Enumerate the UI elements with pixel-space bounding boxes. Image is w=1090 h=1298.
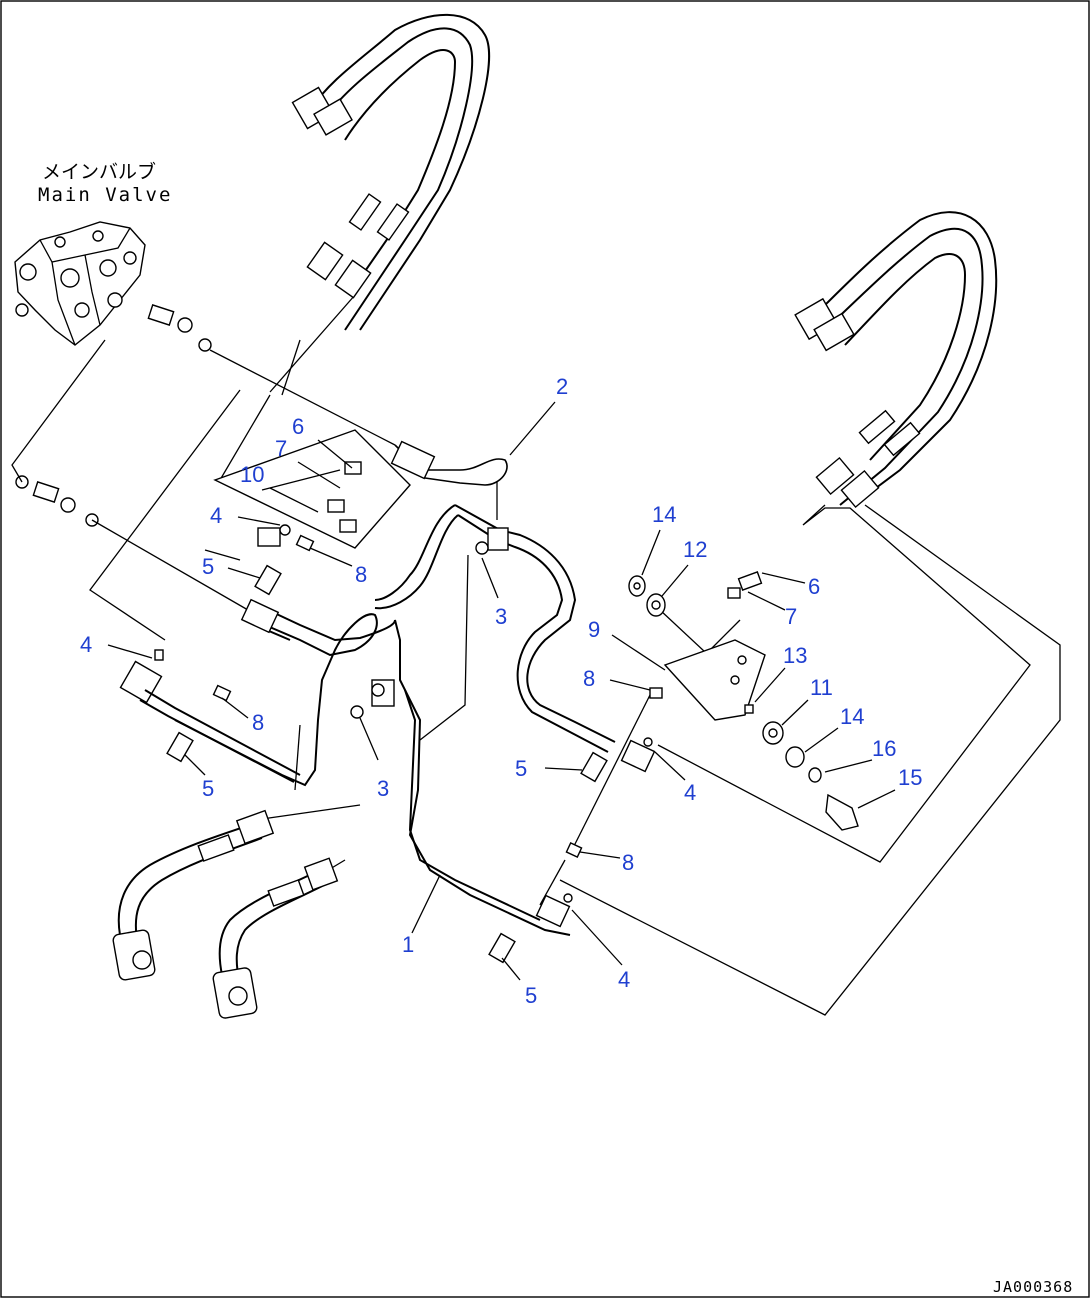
callout-labels: 2 6 7 10 4 8 5 3 4 8 5 3 1 5 4 8 5 4 8 9… — [80, 374, 922, 1008]
callout-4: 4 — [618, 967, 630, 992]
callout-leaders — [107, 401, 896, 981]
callout-4: 4 — [80, 632, 92, 657]
tube-1 — [119, 598, 656, 936]
valve-fittings — [15, 304, 212, 527]
callout-9: 9 — [588, 617, 600, 642]
callout-11: 11 — [810, 675, 833, 700]
hose-lower-middle — [212, 857, 339, 1019]
bracket-right — [663, 571, 766, 721]
callout-4: 4 — [210, 503, 222, 528]
callout-3: 3 — [377, 776, 389, 801]
bracket-left — [213, 429, 411, 549]
tube-2 — [374, 440, 616, 753]
callout-4: 4 — [684, 780, 696, 805]
callout-13: 13 — [783, 643, 807, 668]
callout-6: 6 — [808, 574, 820, 599]
callout-16: 16 — [872, 736, 896, 761]
callout-1: 1 — [402, 932, 414, 957]
drawing-reference-code: JA000368 — [993, 1278, 1073, 1296]
small-parts — [628, 575, 859, 831]
callout-12: 12 — [683, 537, 707, 562]
callout-14: 14 — [652, 502, 676, 527]
clamps — [154, 524, 663, 964]
callout-7: 7 — [275, 436, 287, 461]
callout-6: 6 — [292, 414, 304, 439]
callout-14: 14 — [840, 704, 864, 729]
callout-8: 8 — [355, 562, 367, 587]
main-valve-label-jp: メインバルブ — [42, 160, 156, 183]
center-lines — [11, 294, 1061, 1016]
hose-top-left — [291, 13, 491, 331]
callout-5: 5 — [202, 554, 214, 579]
callout-5: 5 — [525, 983, 537, 1008]
hose-lower-left — [112, 809, 275, 981]
callout-8: 8 — [583, 666, 595, 691]
callout-10: 10 — [240, 462, 264, 487]
callout-5: 5 — [202, 776, 214, 801]
main-valve-label-en: Main Valve — [38, 184, 172, 206]
main-valve-body — [14, 221, 146, 346]
callout-2: 2 — [556, 374, 568, 399]
callout-8: 8 — [252, 710, 264, 735]
callout-3: 3 — [495, 604, 507, 629]
callout-5: 5 — [515, 756, 527, 781]
callout-8: 8 — [622, 850, 634, 875]
callout-7: 7 — [785, 604, 797, 629]
callout-15: 15 — [898, 765, 922, 790]
hose-top-right — [794, 211, 998, 509]
